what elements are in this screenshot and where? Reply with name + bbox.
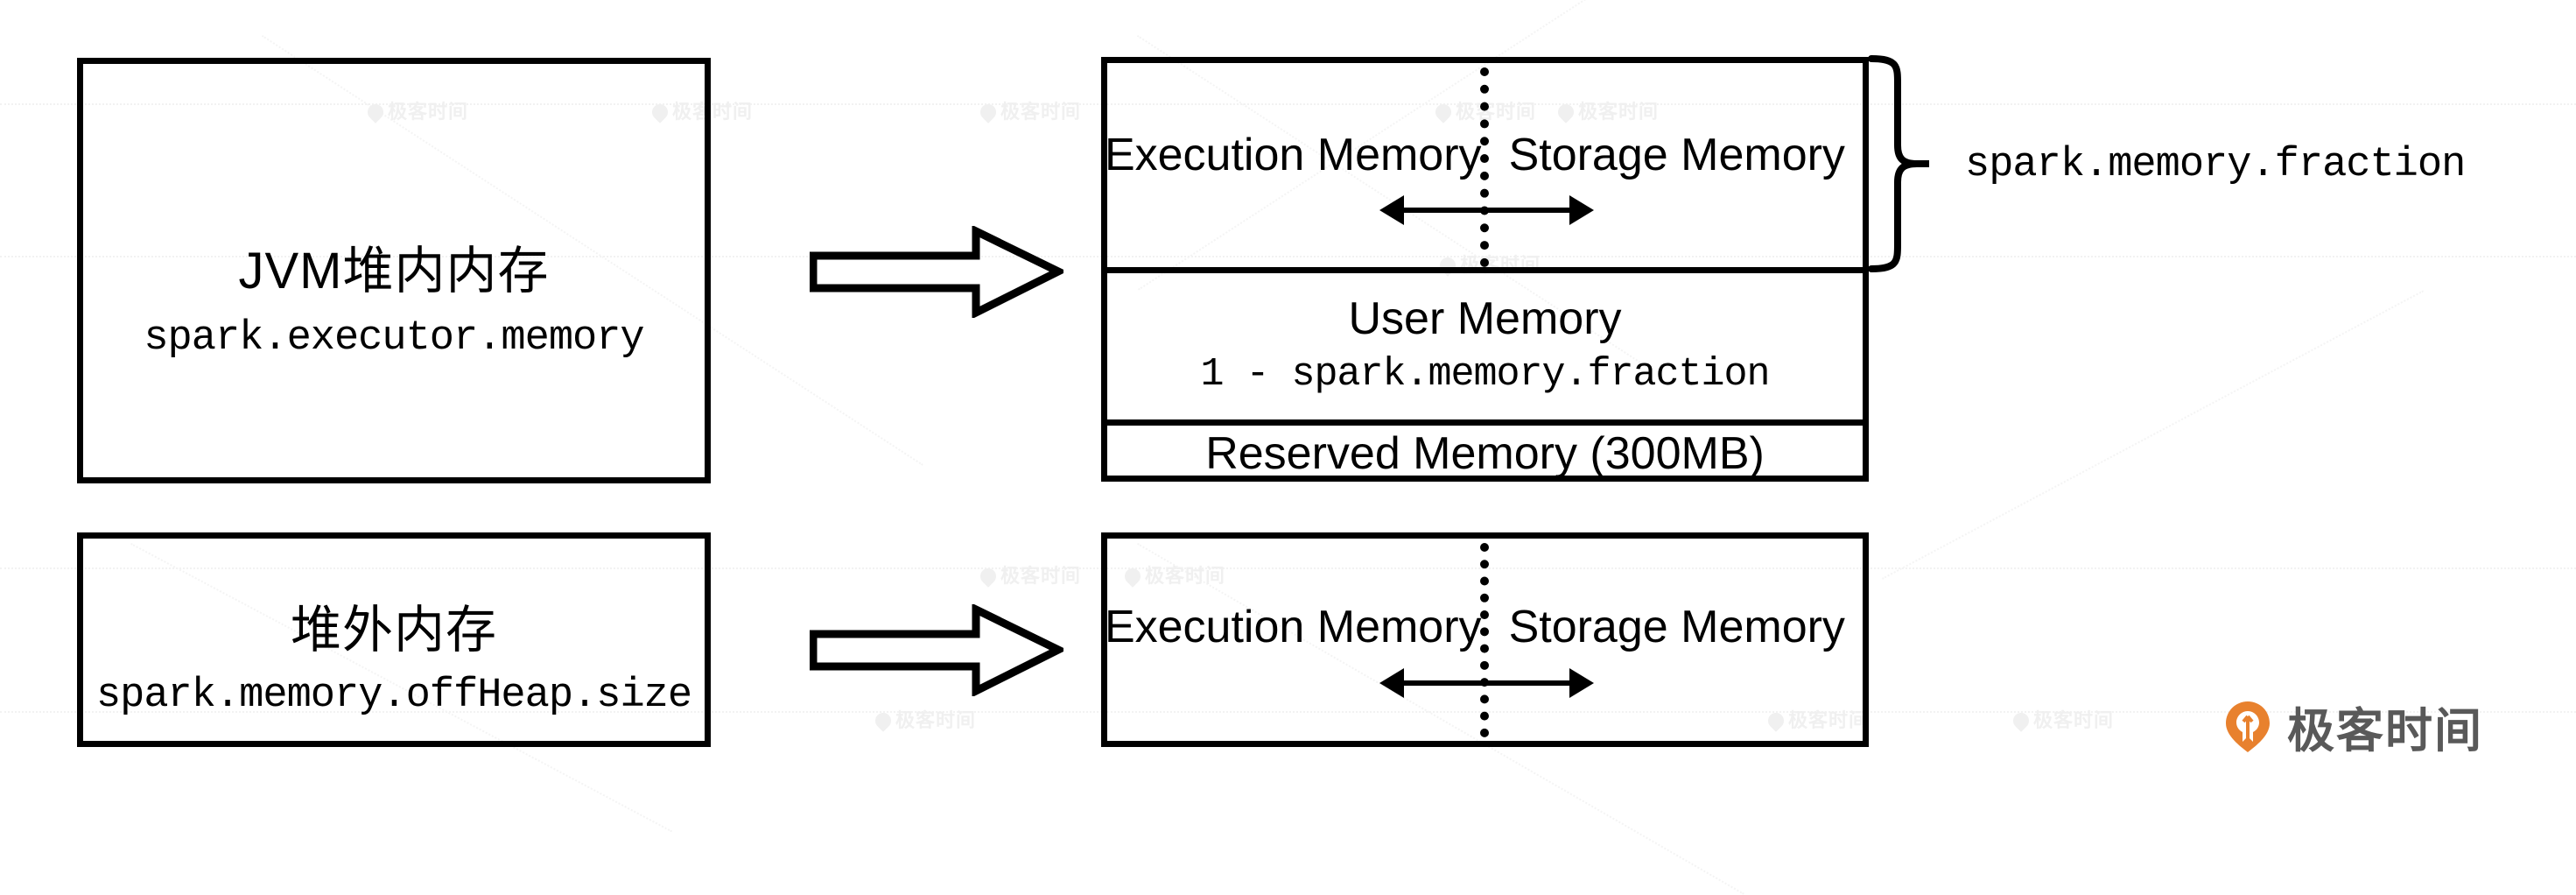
offheap-execution-storage-divider [1480, 543, 1489, 737]
memory-fraction-label: spark.memory.fraction [1965, 142, 2466, 188]
watermark-pin-icon [977, 565, 1000, 588]
watermark-stamp: 极客时间 [2010, 705, 2115, 733]
offheap-execution-memory-label: Execution Memory [1104, 602, 1482, 652]
offheap-regions-box [1101, 532, 1869, 747]
unified-memory-labels: Execution Memory Storage Memory [1101, 129, 1869, 181]
offheap-unified-labels: Execution Memory Storage Memory [1101, 601, 1869, 653]
jvm-heap-title: JVM堆内内存 [238, 243, 550, 300]
watermark-stamp: 极客时间 [977, 560, 1082, 588]
reserved-memory-section: Reserved Memory (300MB) [1101, 426, 1869, 482]
watermark-text: 极客时间 [1000, 565, 1082, 587]
arrow-offheap-to-regions [809, 603, 1068, 698]
memory-fraction-brace [1868, 54, 1933, 273]
watermark-pin-icon [2010, 709, 2032, 732]
watermark-pin-icon [977, 101, 1000, 123]
arrow-head-right [1569, 668, 1594, 698]
watermark-diagonal [1882, 290, 2425, 580]
watermark-stamp: 极客时间 [872, 705, 977, 733]
arrow-heap-to-regions [809, 224, 1068, 320]
geekbang-pin-icon [2221, 700, 2275, 754]
arrow-bar [1399, 208, 1575, 213]
watermark-text: 极客时间 [1000, 101, 1082, 123]
watermark-stamp: 极客时间 [977, 96, 1082, 124]
execution-memory-label: Execution Memory [1104, 130, 1482, 180]
geekbang-logo-text: 极客时间 [2287, 705, 2483, 758]
offheap-box [77, 532, 711, 747]
reserved-memory-label: Reserved Memory (300MB) [1205, 428, 1765, 479]
user-memory-label: User Memory [1348, 293, 1622, 344]
arrow-head-right [1569, 195, 1594, 225]
jvm-heap-config: spark.executor.memory [144, 315, 644, 362]
geekbang-logo: 极客时间 [2221, 692, 2483, 761]
user-memory-formula: 1 - spark.memory.fraction [1200, 352, 1770, 397]
offheap-title: 堆外内存 [290, 602, 497, 659]
watermark-text: 极客时间 [895, 709, 977, 731]
execution-storage-divider [1480, 67, 1489, 267]
offheap-config: spark.memory.offHeap.size [95, 673, 692, 719]
watermark-pin-icon [872, 709, 895, 732]
user-reserved-divider [1101, 419, 1869, 426]
arrow-bar [1399, 680, 1575, 686]
unified-memory-section: Execution Memory Storage Memory [1101, 57, 1869, 270]
storage-memory-label: Storage Memory [1508, 130, 1845, 180]
user-memory-section: User Memory 1 - spark.memory.fraction [1101, 273, 1869, 422]
watermark-text: 极客时间 [2033, 709, 2115, 731]
offheap-unified-section: Execution Memory Storage Memory [1101, 532, 1869, 747]
jvm-heap-box [77, 58, 711, 483]
offheap-storage-memory-label: Storage Memory [1508, 602, 1845, 652]
unified-user-divider [1101, 267, 1869, 273]
